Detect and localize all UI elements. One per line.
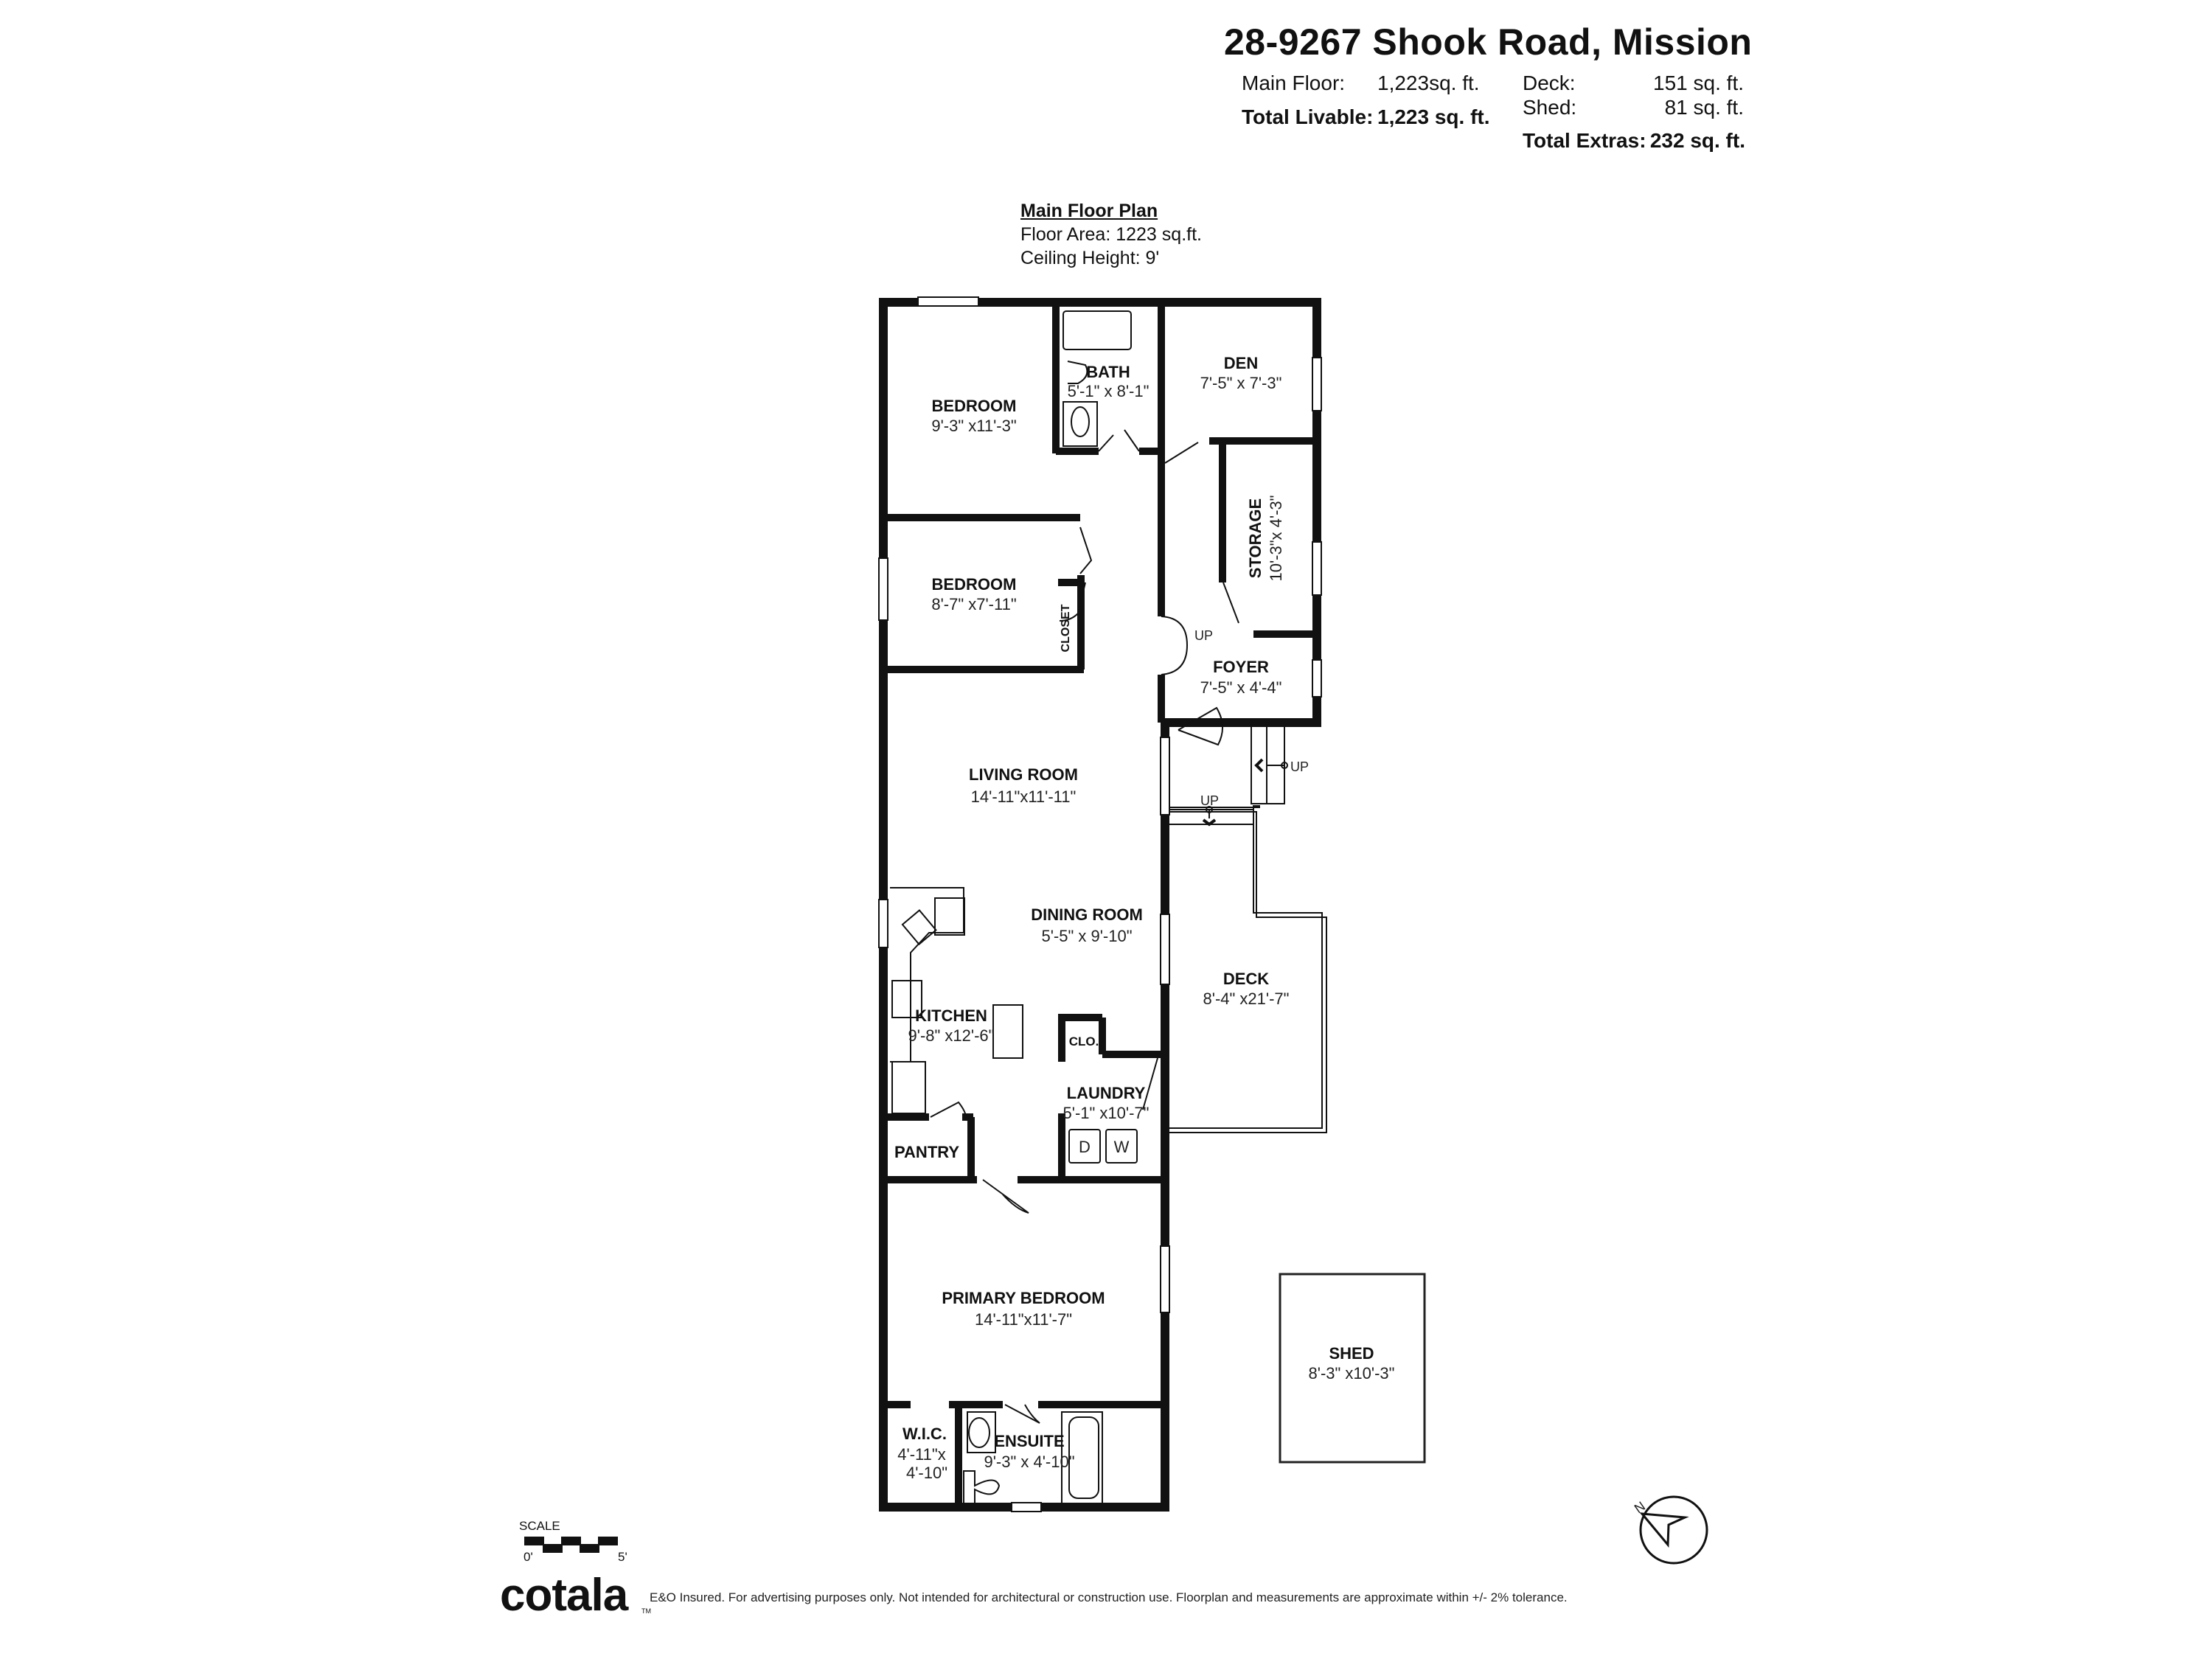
scale-end: 5' bbox=[618, 1550, 627, 1564]
room-name-deck: DECK bbox=[1223, 970, 1269, 988]
room-dims-dining: 5'-5" x 9'-10" bbox=[1041, 927, 1132, 945]
deck-outline bbox=[1165, 805, 1327, 1133]
room-dims-shed: 8'-3" x10'-3" bbox=[1309, 1364, 1395, 1382]
ceiling-height: Ceiling Height: 9' bbox=[1020, 248, 1160, 268]
room-name-wic: W.I.C. bbox=[902, 1425, 947, 1443]
room-name-ensuite: ENSUITE bbox=[994, 1432, 1064, 1450]
plan-heading-block: Main Floor Plan Floor Area: 1223 sq.ft. … bbox=[1020, 199, 1202, 270]
entry-stairs bbox=[1166, 726, 1288, 827]
room-name-closet: CLOSET bbox=[1060, 604, 1072, 652]
room-dims-den: 7'-5" x 7'-3" bbox=[1200, 374, 1282, 392]
deck-label: Deck: bbox=[1523, 72, 1576, 94]
main-floor-value: 1,223sq. ft. bbox=[1377, 72, 1480, 94]
room-name-bedroom-2: BEDROOM bbox=[932, 575, 1017, 594]
deck-value: 151 sq. ft. bbox=[1653, 72, 1744, 94]
dryer-label: D bbox=[1079, 1138, 1091, 1156]
ensuite-fixtures bbox=[963, 1411, 1103, 1505]
laundry-appliances bbox=[1068, 1129, 1138, 1164]
kitchen-fixtures bbox=[890, 887, 1023, 1114]
main-floor-label: Main Floor: bbox=[1242, 72, 1346, 94]
room-dims-storage: 10'-3"x 4'-3" bbox=[1267, 495, 1285, 582]
room-name-kitchen: KITCHEN bbox=[915, 1006, 987, 1025]
room-name-storage: STORAGE bbox=[1246, 498, 1265, 578]
room-name-foyer: FOYER bbox=[1213, 658, 1269, 676]
stairs-up-label-entry: UP bbox=[1290, 759, 1309, 774]
room-name-clo: CLO. bbox=[1069, 1034, 1099, 1048]
room-dims-primary-bedroom: 14'-11"x11'-7" bbox=[975, 1310, 1072, 1329]
shed-label: Shed: bbox=[1523, 96, 1577, 119]
compass-icon bbox=[1639, 1495, 1708, 1565]
room-name-shed: SHED bbox=[1329, 1344, 1374, 1363]
interior-walls bbox=[883, 302, 1317, 1507]
room-dims-foyer: 7'-5" x 4'-4" bbox=[1200, 678, 1282, 697]
room-dims-bath: 5'-1" x 8'-1" bbox=[1068, 382, 1150, 400]
room-name-bedroom-1: BEDROOM bbox=[932, 397, 1017, 415]
washer-label: W bbox=[1114, 1138, 1130, 1156]
room-name-laundry: LAUNDRY bbox=[1067, 1084, 1146, 1102]
room-name-bath: BATH bbox=[1086, 363, 1130, 381]
room-dims-ensuite: 9'-3" x 4'-10" bbox=[984, 1453, 1074, 1471]
shed-outline bbox=[1279, 1273, 1426, 1464]
room-dims-wic-line2: 4'-10" bbox=[906, 1464, 947, 1482]
floor-area: Floor Area: 1223 sq.ft. bbox=[1020, 224, 1202, 245]
shed-value: 81 sq. ft. bbox=[1664, 96, 1744, 119]
total-livable-label: Total Livable: bbox=[1242, 105, 1374, 128]
plan-heading: Main Floor Plan bbox=[1020, 201, 1158, 221]
stairs-up-label-deck: UP bbox=[1200, 793, 1219, 808]
total-livable-value: 1,223 sq. ft. bbox=[1377, 105, 1490, 128]
room-dims-laundry: 5'-1" x10'-7" bbox=[1063, 1104, 1150, 1122]
room-dims-wic-line1: 4'-11"x bbox=[897, 1445, 945, 1464]
property-address: 28-9267 Shook Road, Mission bbox=[1224, 21, 1753, 63]
trademark-mark: TM bbox=[641, 1607, 651, 1615]
total-extras-label: Total Extras: bbox=[1523, 129, 1646, 152]
disclaimer-text: E&O Insured. For advertising purposes on… bbox=[650, 1590, 1568, 1604]
room-name-pantry: PANTRY bbox=[894, 1143, 959, 1161]
doors bbox=[930, 429, 1239, 1424]
windows bbox=[878, 296, 1322, 1512]
scale-label: SCALE bbox=[519, 1519, 560, 1533]
room-name-den: DEN bbox=[1224, 354, 1258, 372]
room-dims-bedroom-2: 8'-7" x7'-11" bbox=[931, 595, 1016, 613]
stairs-up-label-foyer: UP bbox=[1194, 628, 1213, 643]
room-dims-deck: 8'-4" x21'-7" bbox=[1203, 990, 1290, 1008]
room-name-dining: DINING ROOM bbox=[1031, 905, 1143, 924]
room-dims-living: 14'-11"x11'-11" bbox=[971, 787, 1077, 806]
scale-start: 0' bbox=[524, 1550, 533, 1564]
room-name-living: LIVING ROOM bbox=[969, 765, 1078, 784]
exterior-walls bbox=[879, 298, 1321, 1512]
bath-fixtures bbox=[1062, 310, 1132, 447]
room-dims-bedroom-1: 9'-3" x11'-3" bbox=[931, 417, 1016, 435]
total-extras-value: 232 sq. ft. bbox=[1649, 129, 1745, 152]
room-dims-kitchen: 9'-8" x12'-6" bbox=[908, 1026, 995, 1045]
scale-bar bbox=[524, 1537, 618, 1553]
room-name-primary-bedroom: PRIMARY BEDROOM bbox=[942, 1289, 1105, 1307]
brand-logo: cotala bbox=[500, 1570, 628, 1621]
